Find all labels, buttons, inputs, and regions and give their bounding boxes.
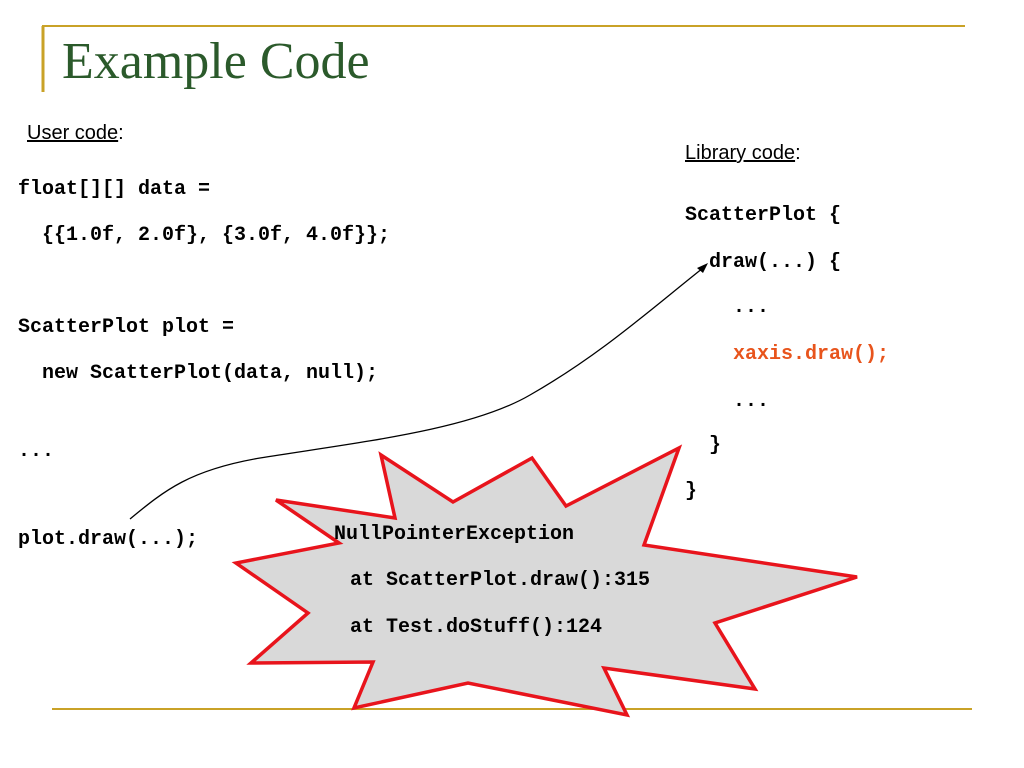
stack-frame: at Test.doStuff():124	[338, 616, 603, 639]
library-code-line: }	[685, 434, 722, 457]
library-code-line-highlight: xaxis.draw();	[685, 343, 890, 366]
user-code-heading-colon: :	[118, 122, 124, 144]
slide-title: Example Code	[62, 33, 370, 90]
user-code-line: float[][] data =	[18, 178, 211, 201]
stack-frame: at ScatterPlot.draw():315	[338, 569, 651, 592]
user-code-line: ...	[18, 440, 55, 463]
library-code-heading-colon: :	[795, 142, 801, 164]
library-code-line: draw(...) {	[685, 251, 842, 274]
burst-shape	[231, 444, 858, 718]
library-code-heading: Library code:	[685, 142, 801, 165]
library-code-line: ...	[685, 390, 770, 413]
user-code-heading: User code:	[27, 122, 124, 145]
exception-name: NullPointerException	[334, 523, 575, 546]
user-code-line: ScatterPlot plot =	[18, 316, 235, 339]
library-code-heading-label: Library code	[685, 142, 796, 164]
library-code-line: }	[685, 480, 698, 503]
user-code-heading-label: User code	[27, 122, 119, 144]
call-arrow	[129, 267, 704, 520]
user-code-line: {{1.0f, 2.0f}, {3.0f, 4.0f}};	[18, 224, 391, 247]
user-code-line: plot.draw(...);	[18, 528, 199, 551]
arrow-head	[697, 263, 708, 273]
library-code-line: ...	[685, 296, 770, 319]
library-code-line: ScatterPlot {	[685, 204, 842, 227]
user-code-line: new ScatterPlot(data, null);	[18, 362, 379, 385]
